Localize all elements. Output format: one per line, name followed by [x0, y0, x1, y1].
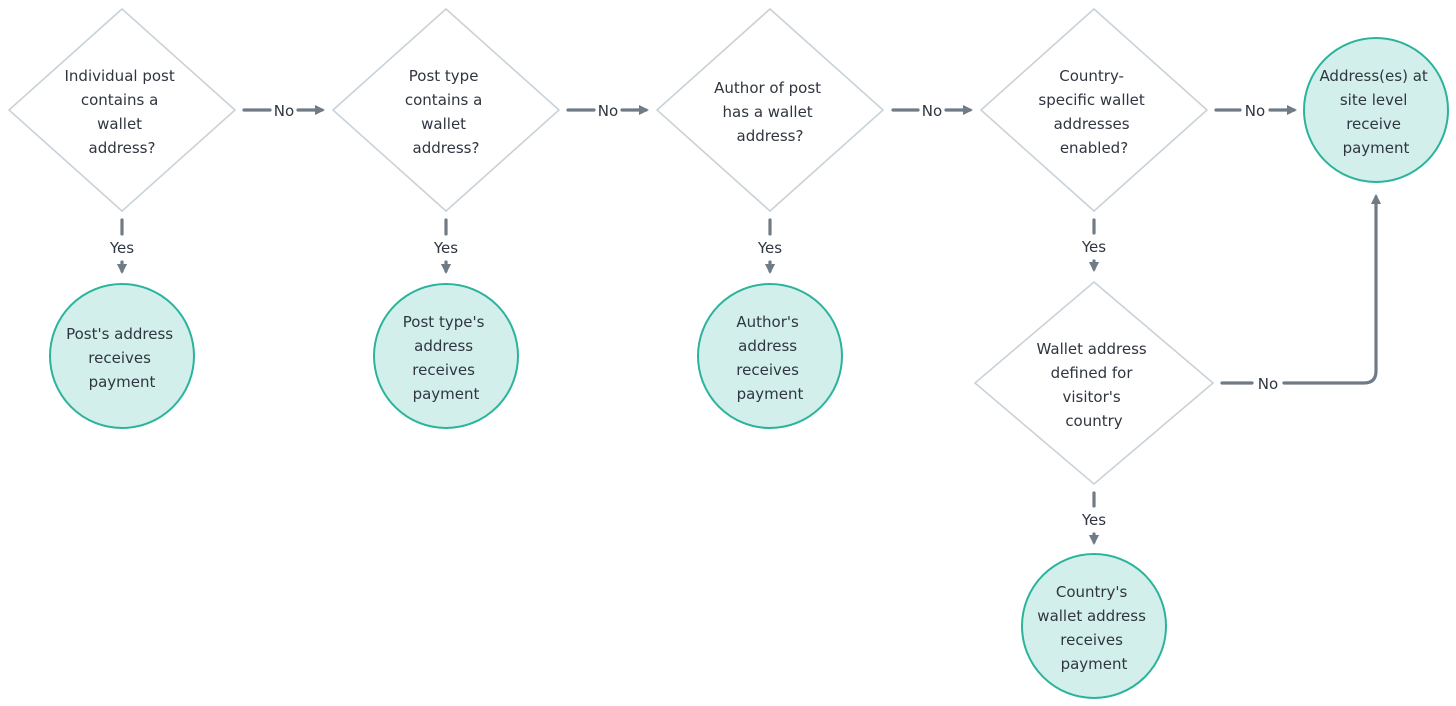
result-text: Post's address receives payment	[66, 325, 178, 391]
decision-text: Post type contains a wallet address?	[405, 67, 487, 157]
edge-no-post-to-post-type: No	[242, 102, 326, 120]
result-post-address: Post's address receives payment	[49, 283, 195, 429]
decision-text: Individual post contains a wallet addres…	[65, 67, 180, 157]
result-site-level-address: Address(es) at site level receive paymen…	[1303, 37, 1449, 183]
edge-no-country-enabled-to-site: No	[1214, 102, 1298, 120]
decision-country-address-defined: Wallet address defined for visitor's cou…	[973, 280, 1215, 486]
result-country-address: Country's wallet address receives paymen…	[1021, 553, 1167, 699]
edge-label-yes: Yes	[109, 239, 134, 257]
decision-post-has-address: Individual post contains a wallet addres…	[7, 7, 237, 213]
decision-country-wallets-enabled: Country- specific wallet addresses enabl…	[979, 7, 1209, 213]
edge-yes-country-enabled: Yes	[1081, 218, 1106, 273]
decision-text: Author of post has a wallet address?	[714, 79, 826, 145]
decision-author-has-address: Author of post has a wallet address?	[655, 7, 885, 213]
result-post-type-address: Post type's address receives payment	[373, 283, 519, 429]
edge-label-yes: Yes	[433, 239, 458, 257]
edge-label-no: No	[1258, 375, 1278, 393]
edge-no-post-type-to-author: No	[566, 102, 650, 120]
edge-no-country-defined-to-site: No	[1220, 193, 1382, 393]
edge-label-yes: Yes	[1081, 238, 1106, 256]
edge-label-no: No	[1245, 102, 1265, 120]
decision-post-type-has-address: Post type contains a wallet address?	[331, 7, 561, 213]
edge-label-yes: Yes	[757, 239, 782, 257]
edge-yes-post-type: Yes	[433, 218, 458, 275]
result-text: Country's wallet address receives paymen…	[1037, 583, 1150, 673]
edge-label-no: No	[274, 102, 294, 120]
edge-label-no: No	[922, 102, 942, 120]
decision-text: Country- specific wallet addresses enabl…	[1038, 67, 1149, 157]
decision-text: Wallet address defined for visitor's cou…	[1037, 340, 1152, 430]
edge-no-author-to-country-enabled: No	[891, 102, 974, 120]
edge-yes-author: Yes	[757, 218, 782, 275]
result-author-address: Author's address receives payment	[697, 283, 843, 429]
result-text: Post type's address receives payment	[403, 313, 489, 403]
edge-label-no: No	[598, 102, 618, 120]
connectors: No No No No Yes Yes	[109, 102, 1382, 546]
edge-label-yes: Yes	[1081, 511, 1106, 529]
edge-yes-country-defined: Yes	[1081, 491, 1106, 546]
result-text: Author's address receives payment	[736, 313, 803, 403]
edge-yes-post: Yes	[109, 218, 134, 275]
result-text: Address(es) at site level receive paymen…	[1319, 67, 1432, 157]
